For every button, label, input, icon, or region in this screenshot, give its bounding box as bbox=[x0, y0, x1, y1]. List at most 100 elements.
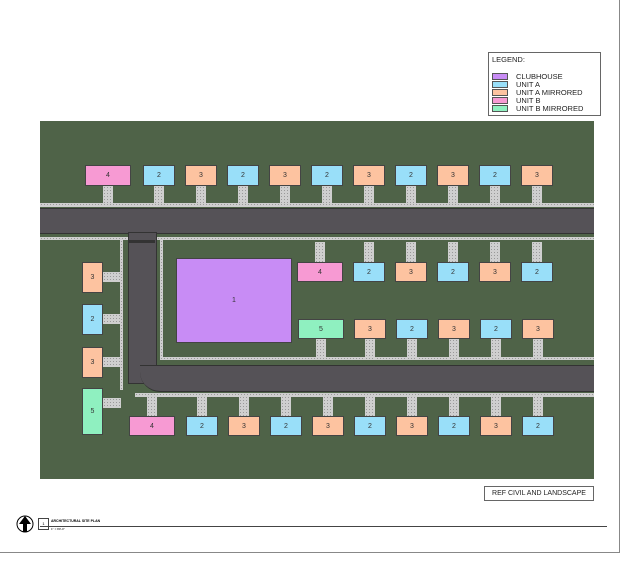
building-unit-2: 2 bbox=[522, 416, 554, 436]
legend-item: UNIT A bbox=[492, 79, 541, 89]
driveway bbox=[238, 186, 248, 204]
crosswalk bbox=[128, 240, 155, 243]
legend-label: UNIT A bbox=[516, 79, 541, 89]
building-unit-3: 3 bbox=[312, 416, 344, 436]
building-unit-2: 2 bbox=[270, 416, 302, 436]
legend-label: UNIT B MIRRORED bbox=[516, 103, 584, 113]
building-unit-3: 3 bbox=[185, 165, 217, 186]
building-unit-3: 3 bbox=[521, 165, 553, 186]
driveway bbox=[532, 242, 542, 262]
building-unit-2: 2 bbox=[186, 416, 218, 436]
legend-swatch bbox=[492, 96, 508, 104]
driveway bbox=[365, 339, 375, 359]
building-unit-2: 2 bbox=[438, 416, 470, 436]
legend-label: UNIT A MIRRORED bbox=[516, 87, 583, 97]
road-main bbox=[40, 208, 594, 234]
driveway bbox=[103, 398, 121, 408]
building-unit-2: 2 bbox=[82, 304, 103, 335]
legend-item: UNIT A MIRRORED bbox=[492, 87, 583, 97]
building-unit-3: 3 bbox=[353, 165, 385, 186]
driveway bbox=[316, 339, 326, 359]
driveway bbox=[197, 396, 207, 416]
building-unit-2: 2 bbox=[395, 165, 427, 186]
building-unit-2: 2 bbox=[227, 165, 259, 186]
building-unit-2: 2 bbox=[480, 319, 512, 339]
driveway bbox=[322, 186, 332, 204]
driveway bbox=[448, 242, 458, 262]
driveway bbox=[491, 396, 501, 416]
legend-item: CLUBHOUSE bbox=[492, 71, 563, 81]
building-unit-2: 2 bbox=[311, 165, 343, 186]
driveway bbox=[103, 357, 121, 367]
building-unit-2: 2 bbox=[143, 165, 175, 186]
building-unit-3: 3 bbox=[82, 347, 103, 378]
driveway bbox=[280, 186, 290, 204]
building-unit-2: 2 bbox=[353, 262, 385, 282]
road-loop bbox=[140, 365, 594, 392]
building-unit-5: 5 bbox=[298, 319, 344, 339]
building-unit-3: 3 bbox=[438, 319, 470, 339]
driveway bbox=[407, 396, 417, 416]
driveway bbox=[406, 186, 416, 204]
driveway bbox=[490, 186, 500, 204]
building-unit-3: 3 bbox=[480, 416, 512, 436]
building-unit-1: 1 bbox=[176, 258, 292, 343]
building-unit-4: 4 bbox=[297, 262, 343, 282]
legend-label: CLUBHOUSE bbox=[516, 71, 563, 81]
building-unit-3: 3 bbox=[522, 319, 554, 339]
driveway bbox=[154, 186, 164, 204]
sidewalk bbox=[160, 357, 594, 360]
north-arrow-icon bbox=[16, 515, 34, 533]
sidewalk bbox=[40, 203, 594, 207]
driveway bbox=[196, 186, 206, 204]
sidewalk bbox=[160, 240, 163, 360]
building-unit-3: 3 bbox=[437, 165, 469, 186]
legend-swatch bbox=[492, 88, 508, 96]
building-unit-2: 2 bbox=[521, 262, 553, 282]
driveway bbox=[533, 396, 543, 416]
building-unit-3: 3 bbox=[395, 262, 427, 282]
building-unit-4: 4 bbox=[85, 165, 131, 186]
legend-swatch bbox=[492, 80, 508, 88]
sidewalk bbox=[40, 237, 594, 240]
driveway bbox=[323, 396, 333, 416]
driveway bbox=[315, 242, 325, 262]
driveway bbox=[239, 396, 249, 416]
drawing-number: 1 bbox=[38, 518, 49, 530]
legend-item: UNIT B bbox=[492, 95, 541, 105]
building-unit-3: 3 bbox=[479, 262, 511, 282]
building-unit-2: 2 bbox=[437, 262, 469, 282]
driveway bbox=[448, 186, 458, 204]
driveway bbox=[449, 396, 459, 416]
driveway bbox=[103, 314, 121, 324]
title-line bbox=[40, 526, 607, 527]
driveway bbox=[532, 186, 542, 204]
driveway bbox=[406, 242, 416, 262]
building-unit-4: 4 bbox=[129, 416, 175, 436]
driveway bbox=[103, 186, 113, 204]
building-unit-3: 3 bbox=[269, 165, 301, 186]
building-unit-2: 2 bbox=[354, 416, 386, 436]
driveway bbox=[364, 186, 374, 204]
driveway bbox=[365, 396, 375, 416]
driveway bbox=[147, 396, 157, 416]
building-unit-3: 3 bbox=[82, 262, 103, 293]
drawing-title: ARCHITECTURAL SITE PLAN bbox=[51, 519, 101, 523]
building-unit-2: 2 bbox=[396, 319, 428, 339]
legend-swatch bbox=[492, 72, 508, 80]
ref-note: REF CIVIL AND LANDSCAPE bbox=[484, 486, 594, 501]
legend-label: UNIT B bbox=[516, 95, 541, 105]
driveway bbox=[533, 339, 543, 359]
sidewalk bbox=[120, 240, 123, 390]
driveway bbox=[281, 396, 291, 416]
building-unit-3: 3 bbox=[354, 319, 386, 339]
driveway bbox=[449, 339, 459, 359]
legend-title: LEGEND: bbox=[492, 55, 525, 64]
road-spur bbox=[128, 232, 157, 384]
driveway bbox=[407, 339, 417, 359]
driveway bbox=[491, 339, 501, 359]
sheet-border bbox=[0, 552, 620, 553]
building-unit-3: 3 bbox=[228, 416, 260, 436]
